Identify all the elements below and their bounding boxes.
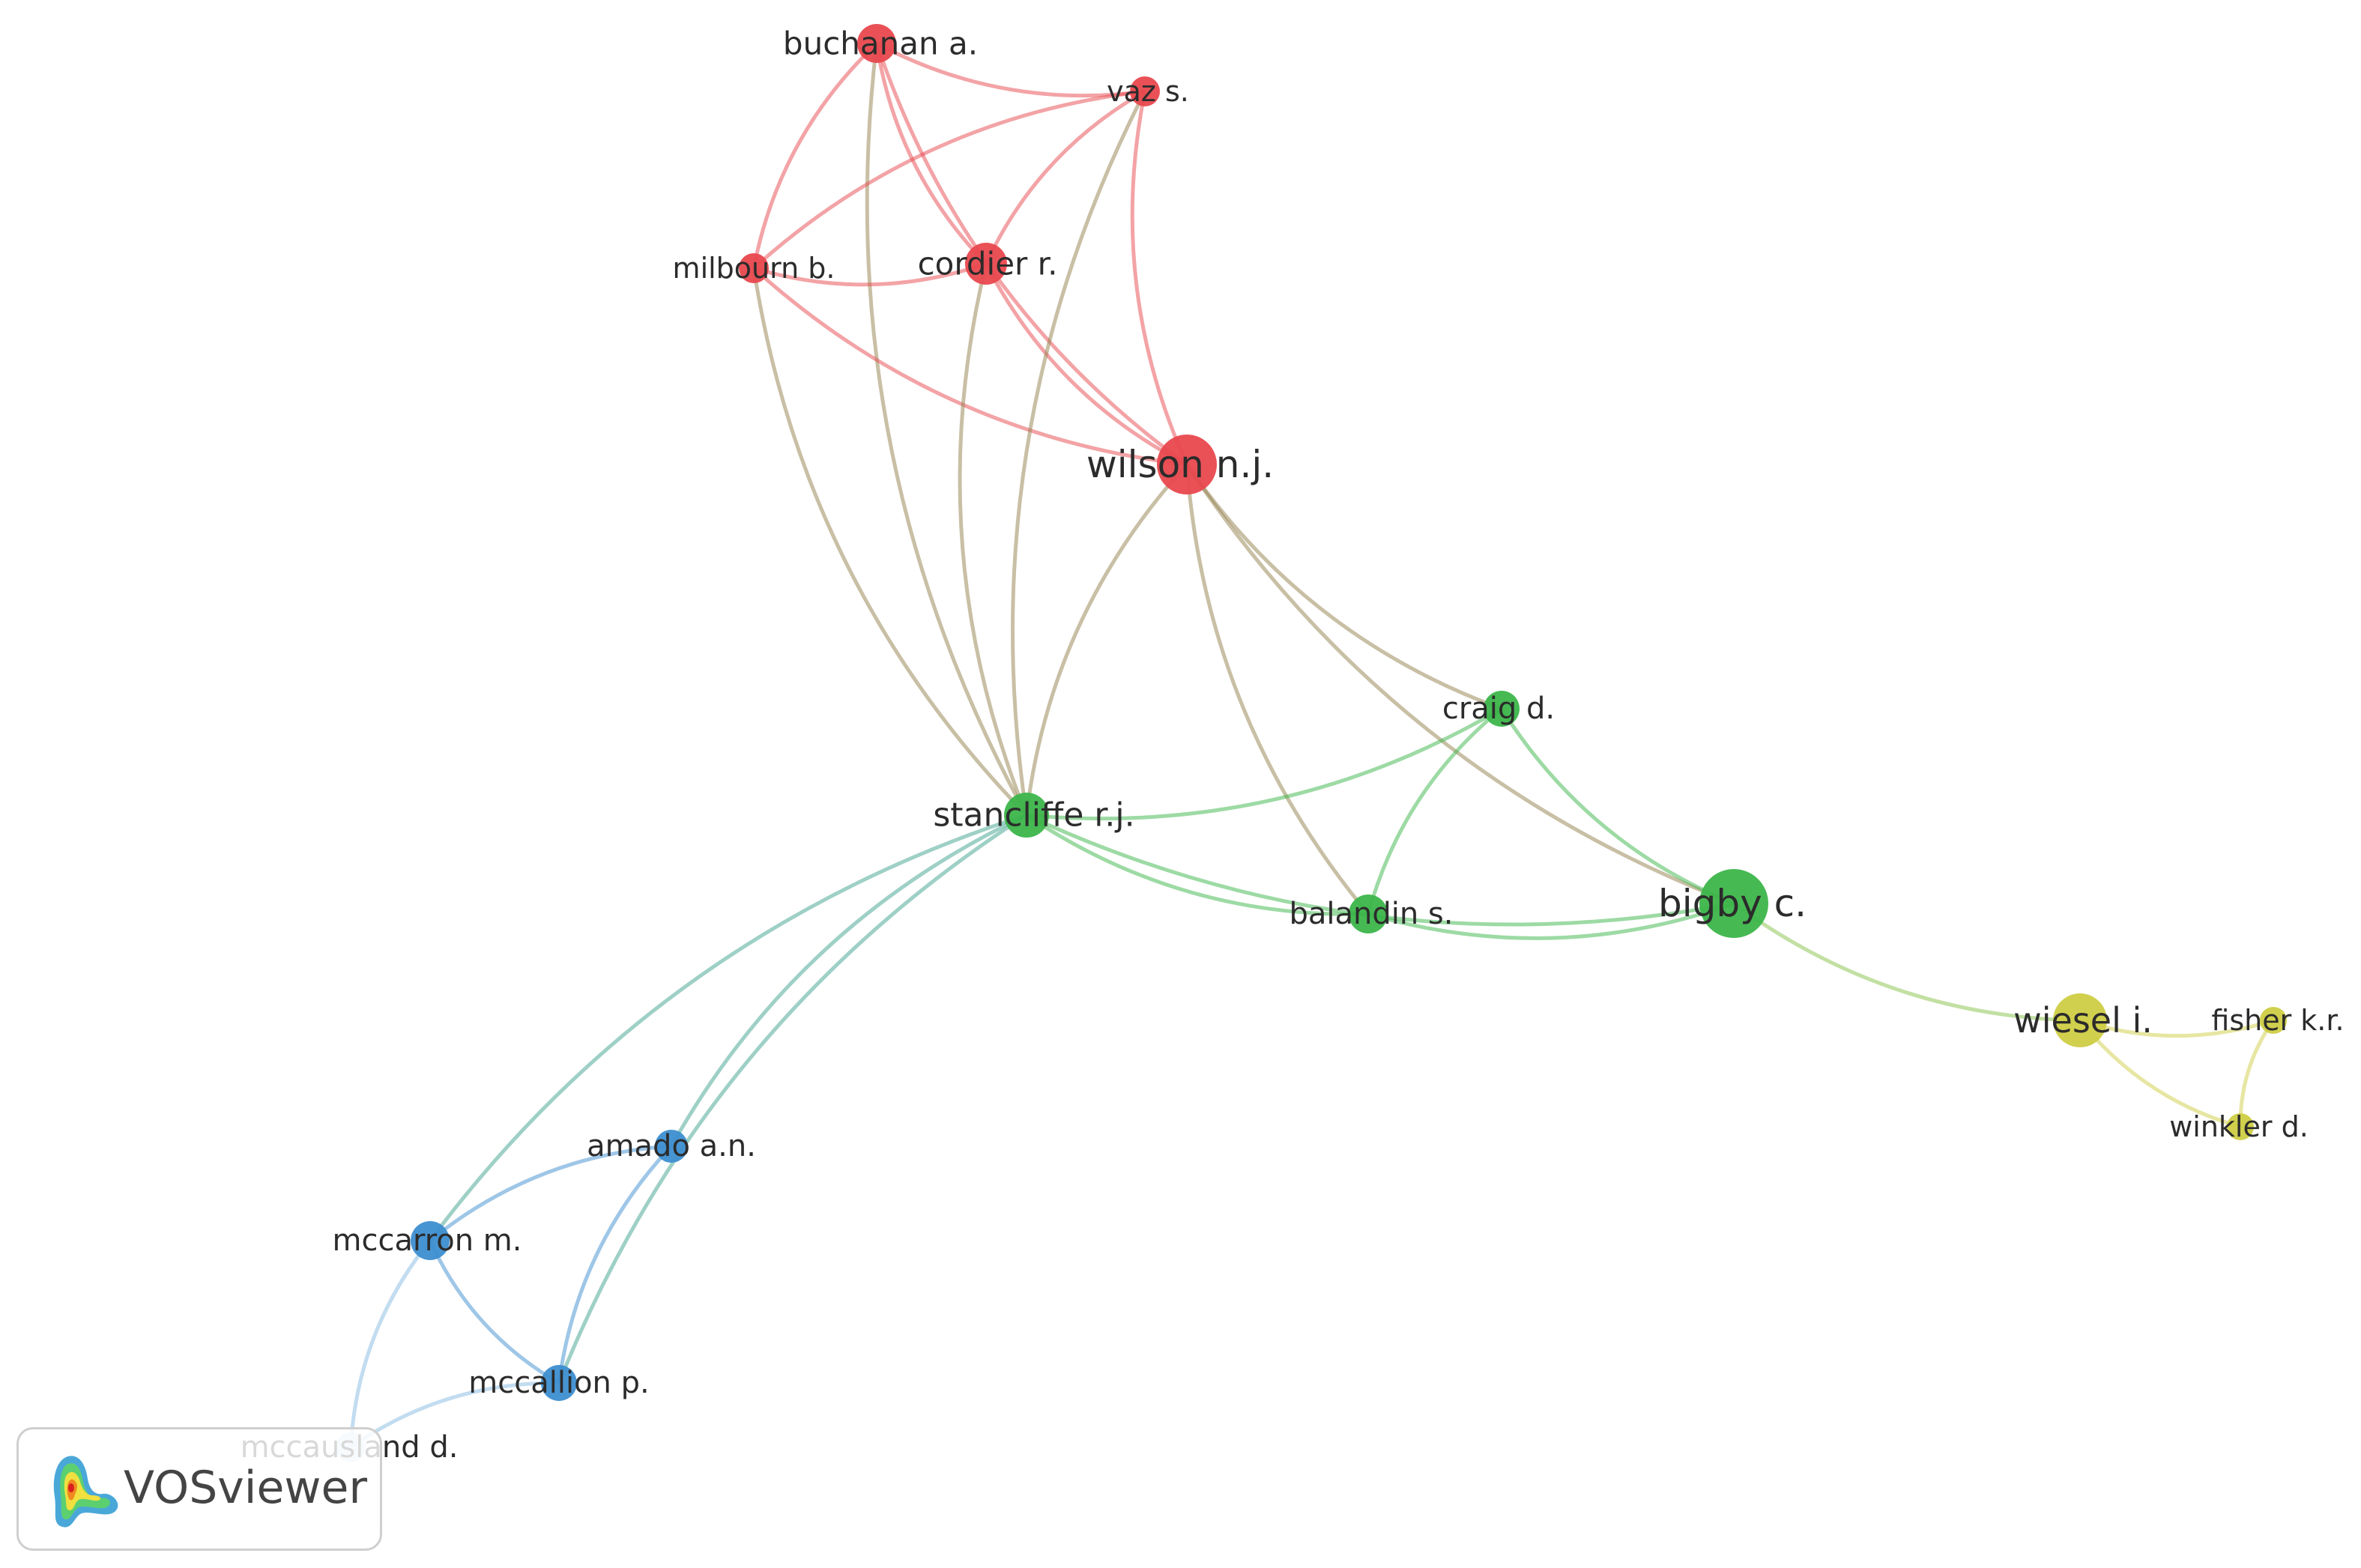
link-vaz-stancliffe (1011, 90, 1147, 816)
link-craig-balandin (1366, 707, 1503, 915)
link-milbourn-cordier (753, 261, 987, 287)
node-label-wilson: wilson n.j. (1086, 443, 1274, 486)
node-label-bigby: bigby c. (1658, 882, 1807, 925)
link-vaz-cordier (984, 89, 1146, 265)
node-cordier[interactable] (965, 243, 1007, 285)
link-wilson-stancliffe (1024, 463, 1188, 816)
brand-name: VOSviewer (124, 1462, 368, 1514)
node-label-craig: craig d. (1442, 691, 1555, 726)
link-stancliffe-balandin (1025, 813, 1369, 916)
link-stancliffe-amado (669, 813, 1028, 1148)
node-label-fisher: fisher k.r. (2211, 1004, 2344, 1037)
node-winkler[interactable] (2227, 1113, 2254, 1140)
node-vaz[interactable] (1130, 76, 1160, 106)
node-bigby[interactable] (1699, 869, 1768, 938)
link-buchanan-stancliffe (865, 43, 1029, 817)
node-label-buchanan: buchanan a. (783, 25, 978, 62)
link-wilson-balandin (1185, 464, 1370, 915)
link-vaz-wilson (1130, 91, 1189, 466)
node-label-wiesel: wiesel i. (2013, 1000, 2153, 1041)
links-layer (348, 41, 2276, 1450)
link-vaz-milbourn (752, 89, 1146, 270)
node-label-milbourn: milbourn b. (673, 252, 835, 285)
link-balandin-bigby (1367, 901, 1735, 940)
node-wiesel[interactable] (2053, 993, 2107, 1047)
node-label-vaz: vaz s. (1107, 75, 1189, 108)
link-bigby-wiesel (1732, 901, 2081, 1023)
link-wilson-craig (1185, 463, 1502, 711)
link-stancliffe-craig (1026, 706, 1503, 821)
node-stancliffe[interactable] (1004, 793, 1049, 838)
node-label-mccarron: mccarron m. (333, 1223, 522, 1258)
link-mccarron-mccallion (428, 1239, 560, 1385)
link-milbourn-wilson (752, 267, 1188, 467)
link-buchanan-milbourn (752, 42, 878, 269)
nodes-layer (336, 24, 2287, 1462)
vosviewer-density-logo-icon (53, 1456, 118, 1528)
node-craig[interactable] (1484, 691, 1520, 727)
link-cordier-stancliffe (958, 263, 1029, 816)
node-milbourn[interactable] (739, 253, 769, 283)
node-label-amado: amado a.n. (587, 1129, 756, 1163)
node-label-balandin: balandin s. (1289, 897, 1453, 931)
node-amado[interactable] (655, 1130, 688, 1163)
link-amado-mccallion (557, 1145, 673, 1384)
node-label-mccallion: mccallion p. (468, 1366, 649, 1400)
link-milbourn-stancliffe (752, 267, 1028, 817)
node-balandin[interactable] (1349, 895, 1388, 933)
node-mccallion[interactable] (541, 1365, 577, 1401)
node-wilson[interactable] (1157, 435, 1217, 494)
node-label-winkler: winkler d. (2169, 1110, 2309, 1143)
link-buchanan-cordier (874, 43, 988, 265)
link-craig-bigby (1499, 707, 1735, 906)
labels-layer: buchanan a. vaz s. milbourn b. cordier r. wi… (241, 25, 2345, 1465)
node-fisher[interactable] (2260, 1007, 2287, 1034)
link-amado-mccarron (429, 1144, 672, 1242)
vosviewer-badge: VOSviewer (16, 1427, 382, 1551)
link-cordier-wilson (984, 262, 1188, 467)
node-label-cordier: cordier r. (918, 246, 1058, 282)
link-stancliffe-mccallion (557, 813, 1028, 1384)
node-label-stancliffe: stancliffe r.j. (933, 796, 1134, 835)
node-mccarron[interactable] (411, 1221, 450, 1260)
link-stancliffe-mccarron (428, 813, 1027, 1242)
link-wilson-bigby (1185, 463, 1735, 906)
link-mccarron-mccausland (348, 1239, 432, 1448)
node-buchanan[interactable] (857, 24, 896, 63)
